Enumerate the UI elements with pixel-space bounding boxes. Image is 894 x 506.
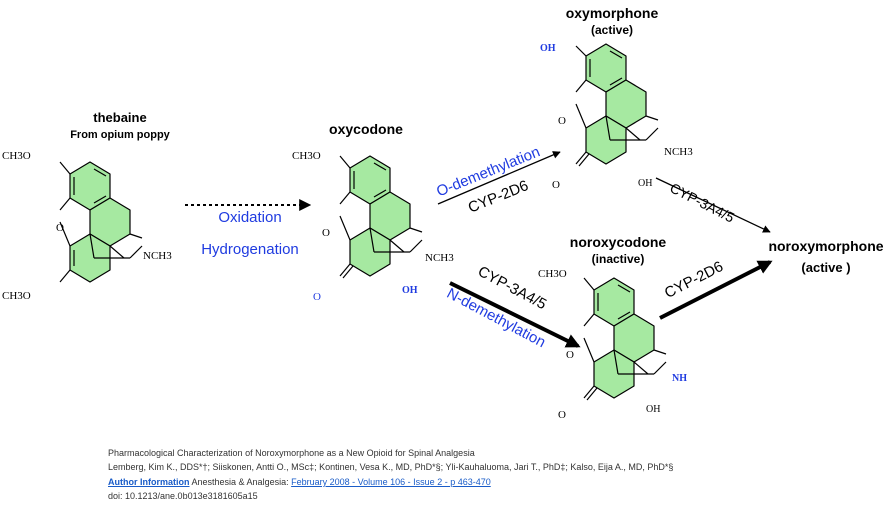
cyp2d6-lower-label: CYP-2D6 — [662, 258, 726, 302]
noroxycodone-status: (inactive) — [592, 252, 645, 266]
n-demethylation-arrow — [449, 281, 581, 348]
thebaine-structure — [59, 161, 143, 283]
noroxymorphone-status: (active ) — [801, 260, 850, 275]
oxycodone-name: oxycodone — [329, 121, 403, 137]
noroxycodone-methoxy: CH3O — [538, 268, 567, 280]
citation-source: Author Information Anesthesia & Analgesi… — [108, 477, 491, 487]
cyp3a4-upper-label: CYP-3A4/5 — [667, 180, 737, 226]
noroxycodone-ring-oxygen: O — [566, 349, 574, 361]
author-information-link[interactable]: Author Information — [108, 477, 190, 487]
citation-authors: Lemberg, Kim K., DDS*†; Siiskonen, Antti… — [108, 462, 674, 472]
noroxycodone-keto: O — [558, 409, 566, 421]
noroxycodone-name: noroxycodone — [570, 234, 667, 250]
oxycodone-hydroxy: OH — [402, 285, 418, 296]
oxymorphone-name: oxymorphone — [566, 5, 659, 21]
noroxycodone-to-noroxymorphone-arrow — [659, 260, 773, 320]
oxycodone-methoxy: CH3O — [292, 150, 321, 162]
oxymorphone-structure — [575, 43, 659, 167]
citation-title: Pharmacological Characterization of Noro… — [108, 448, 475, 458]
thebaine-methoxy-top: CH3O — [2, 150, 31, 162]
noroxycodone-structure — [583, 277, 667, 401]
oxymorphone-phenol: OH — [540, 43, 556, 54]
thebaine-amine: NCH3 — [143, 250, 172, 262]
oxycodone-ring-oxygen: O — [322, 227, 330, 239]
thebaine-methoxy-bottom: CH3O — [2, 290, 31, 302]
oxycodone-keto: O — [313, 291, 321, 303]
thebaine-name: thebaine — [93, 110, 146, 125]
thebaine-ring-oxygen: O — [56, 222, 64, 234]
thebaine-note: From opium poppy — [70, 129, 170, 141]
oxycodone-amine: NCH3 — [425, 252, 454, 264]
noroxycodone-hydroxy: OH — [646, 404, 660, 415]
noroxymorphone-name: noroxymorphone — [768, 238, 883, 254]
oxymorphone-keto: O — [552, 179, 560, 191]
oxycodone-structure — [339, 155, 423, 279]
o-demethylation-arrow — [437, 151, 561, 205]
oxymorphone-hydroxy: OH — [638, 178, 652, 189]
oxymorphone-ring-oxygen: O — [558, 115, 566, 127]
oxymorphone-status: (active) — [591, 23, 633, 37]
noroxycodone-amine: NH — [672, 373, 687, 384]
hydrogenation-label: Hydrogenation — [201, 241, 299, 258]
oxymorphone-to-noroxymorphone-arrow — [655, 177, 771, 233]
citation-doi: doi: 10.1213/ane.0b013e3181605a15 — [108, 491, 258, 501]
oxidation-label: Oxidation — [218, 209, 281, 226]
issue-link[interactable]: February 2008 - Volume 106 - Issue 2 - p… — [291, 477, 491, 487]
oxymorphone-amine: NCH3 — [664, 146, 693, 158]
journal-name: Anesthesia & Analgesia: — [191, 477, 289, 487]
